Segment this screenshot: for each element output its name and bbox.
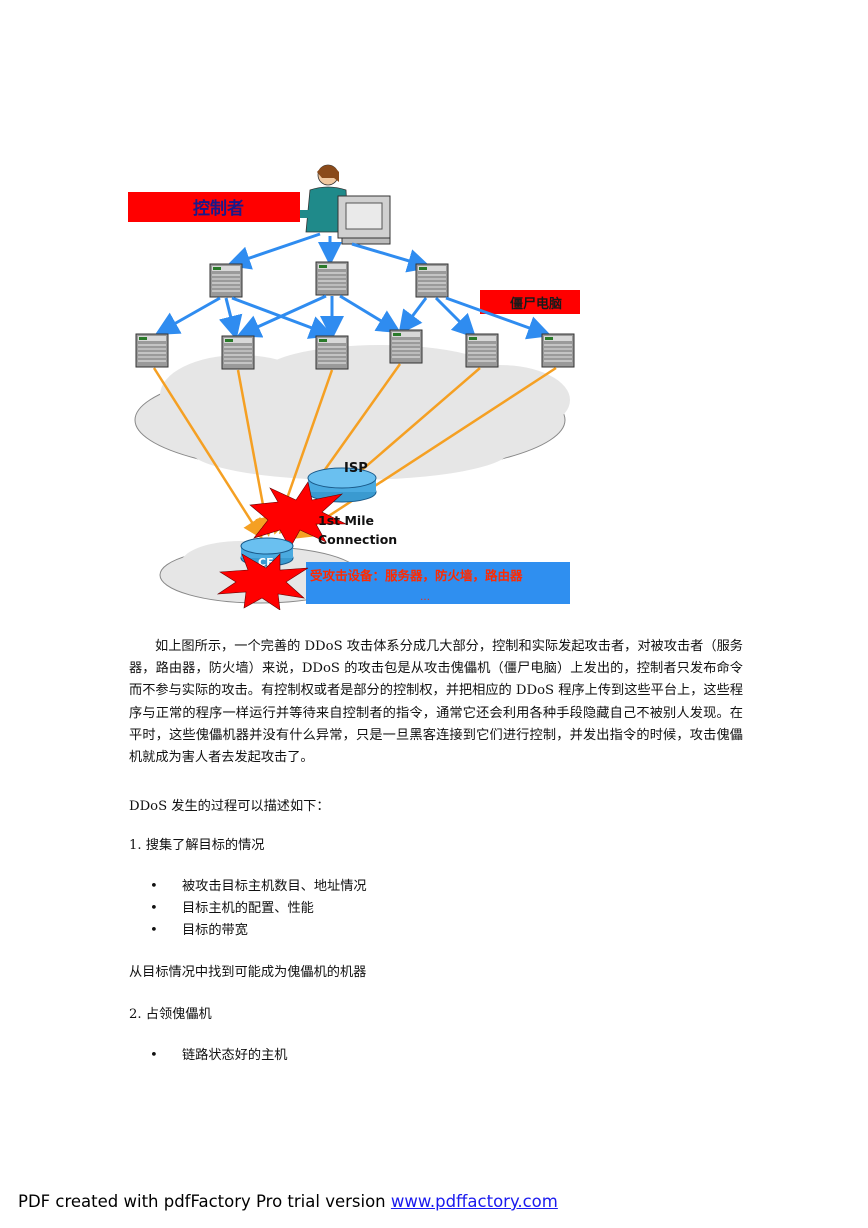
step2-bullet-list: •链路状态好的主机 <box>150 1045 288 1067</box>
intro-paragraph: 如上图所示，一个完善的 DDoS 攻击体系分成几大部分，控制和实际发起攻击者，对… <box>129 639 743 766</box>
bullet-dot: • <box>150 901 158 916</box>
zombie-server-3 <box>315 335 349 370</box>
list-item: •链路状态好的主机 <box>150 1045 288 1067</box>
zombie-server-5 <box>465 333 499 368</box>
handler-server-2 <box>315 261 349 296</box>
isp-router-icon <box>307 467 377 503</box>
victim-sub-label: … <box>420 592 430 603</box>
footer-link[interactable]: www.pdffactory.com <box>390 1192 558 1211</box>
step1-title: 1. 搜集了解目标的情况 <box>129 838 265 853</box>
ddos-architecture-diagram: 控制者 僵尸电脑 <box>128 164 580 610</box>
handler-server-1 <box>209 263 243 298</box>
victim-label-box <box>306 562 570 604</box>
pdf-footer: PDF created with pdfFactory Pro trial ve… <box>18 1192 558 1211</box>
step1-note: 从目标情况中找到可能成为傀儡机的机器 <box>129 965 367 980</box>
victim-label: 受攻击设备：服务器，防火墙，路由器 <box>310 568 523 583</box>
attack-burst-1 <box>249 481 347 549</box>
list-item: •被攻击目标主机数目、地址情况 <box>150 876 367 898</box>
zombie-server-6 <box>541 333 575 368</box>
bullet-dot: • <box>150 879 158 894</box>
first-mile-label: 1st Mile <box>318 513 374 528</box>
bullet-dot: • <box>150 923 158 938</box>
zombie-label: 僵尸电脑 <box>510 296 562 312</box>
control-arrows-level1 <box>226 232 432 273</box>
controller-computer-icon <box>337 195 391 245</box>
process-intro: DDoS 发生的过程可以描述如下： <box>129 799 330 814</box>
zombie-server-4 <box>389 329 423 364</box>
step1-bullet-list: •被攻击目标主机数目、地址情况 •目标主机的配置、性能 •目标的带宽 <box>150 876 367 942</box>
list-item: •目标的带宽 <box>150 920 367 942</box>
bullet-dot: • <box>150 1048 158 1063</box>
connection-label: Connection <box>318 532 397 547</box>
zombie-label-box <box>480 290 580 314</box>
footer-text: PDF created with pdfFactory Pro trial ve… <box>18 1192 391 1211</box>
controller-label: 控制者 <box>193 198 244 219</box>
control-arrows-level2 <box>154 294 552 340</box>
attack-burst-2 <box>216 553 309 610</box>
zombie-server-1 <box>135 333 169 368</box>
isp-label: ISP <box>344 461 368 476</box>
handler-server-3 <box>415 263 449 298</box>
step2-title: 2. 占领傀儡机 <box>129 1007 212 1022</box>
controller-label-box <box>128 192 300 222</box>
internet-cloud <box>134 345 570 480</box>
list-item: •目标主机的配置、性能 <box>150 898 367 920</box>
zombie-server-2 <box>221 335 255 370</box>
